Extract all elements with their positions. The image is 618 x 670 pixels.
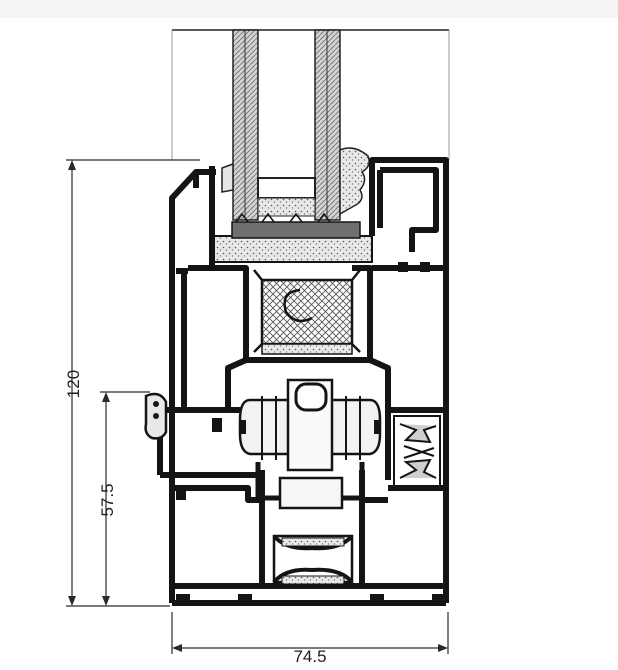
insulator-corners [253,269,361,353]
dim-74-label: 74.5 [293,647,326,666]
dim-120-label: 120 [64,370,83,398]
setting-block [213,235,373,263]
dimension-arrows [68,160,448,652]
hook-8 [432,594,446,606]
upper-thermal-insulator [253,269,361,355]
lower-insulator-lower-web [272,567,354,584]
hook-5 [212,418,222,432]
hook-3 [420,262,430,272]
dimension-lines [66,159,449,654]
lower-insulator-strip-top [281,537,345,547]
glazing-unit [221,29,370,221]
glazing-gasket-inner [221,162,234,193]
weather-seal [144,392,168,440]
arrow-120-bottom [68,596,76,606]
hinge-hardware [238,378,382,510]
gasket-teeth [235,212,331,223]
hook-9 [176,594,190,606]
hook-4 [176,488,186,500]
gear-pin-right [374,420,380,434]
lower-insulator-strip-bottom [281,575,345,585]
insulator-curl [283,288,313,323]
hook-1 [176,268,188,274]
profile-hooks [176,262,446,606]
center-gasket-fins [399,423,437,479]
dim-57-label: 57.5 [98,483,117,516]
arrow-57-top [102,392,110,402]
seal-dot-2 [153,413,159,419]
base-gasket [231,221,361,239]
top-edge-shade [0,0,618,18]
secondary-sealant [257,197,316,217]
gear-pin-left [240,420,246,434]
arrow-74-right [438,644,448,652]
gear-ribs [261,396,361,460]
frame-lower-left-rib [172,485,262,503]
hook-2 [398,262,408,272]
glazing-base [213,212,373,263]
arrow-120-top [68,160,76,170]
arrow-74-left [172,644,182,652]
gear-cam [294,382,328,412]
hook-6 [238,594,252,606]
lower-thermal-insulator [272,534,354,585]
insulator-seal-strip [261,343,353,355]
glazing-bead-inner [380,167,439,252]
insulator-mesh-block [260,278,354,346]
outer-frame-profile [157,157,449,606]
center-gasket [393,415,441,487]
arrow-57-bottom [102,596,110,606]
hook-7 [370,594,384,606]
spacer-bar [257,177,316,199]
frame-left-wall [169,169,216,603]
sash-upper-left-wall [180,265,249,413]
gear-lower-block [278,476,344,510]
center-gasket-cross [403,445,435,459]
glazing-gasket-outer [339,147,370,216]
seal-dot-1 [153,401,159,407]
